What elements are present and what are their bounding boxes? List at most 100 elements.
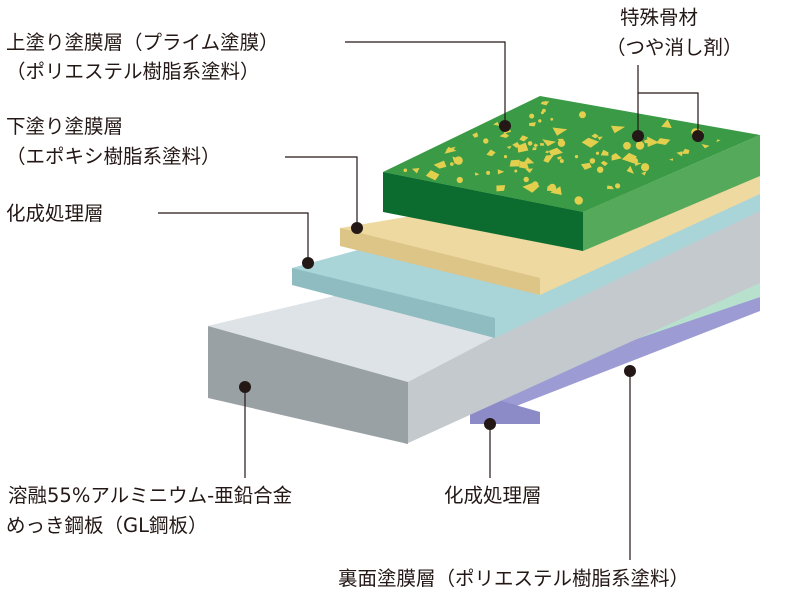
aggregate-particle (548, 147, 563, 156)
aggregate-particle (486, 149, 496, 157)
aggregate-particle (550, 117, 554, 121)
aggregate-particle (529, 113, 535, 119)
aggregate-particle (669, 158, 674, 161)
aggregate-particle (496, 185, 506, 192)
aggregate-particle (445, 146, 456, 152)
aggregate-particle (542, 108, 546, 113)
aggregate-particle (503, 155, 508, 159)
label-conversion-top: 化成処理層 (6, 202, 104, 225)
aggregate-particle (450, 162, 454, 166)
aggregate-particle (514, 169, 518, 173)
aggregate-particle (559, 159, 564, 163)
aggregate-particle (635, 141, 645, 150)
dot-primer (351, 222, 363, 234)
label-substrate-1: 溶融55%アルミニウム-亜鉛合金 (8, 484, 292, 507)
dot-aggregate-b (692, 130, 704, 142)
aggregate-particle (557, 156, 562, 160)
label-aggregate-2: （つや消し剤） (606, 36, 743, 59)
dot-aggregate-a (632, 130, 644, 142)
marker-dots (239, 120, 704, 430)
aggregate-particle (472, 132, 479, 138)
aggregate-particle (591, 133, 599, 139)
aggregate-particle (681, 148, 690, 154)
labels: 上塗り塗膜層（プライム塗膜） （ポリエステル樹脂系塗料） 特殊骨材 （つや消し剤… (6, 6, 743, 590)
dot-top-coat (499, 120, 511, 132)
aggregate-particle (597, 136, 603, 141)
label-conversion-bottom: 化成処理層 (444, 484, 542, 507)
aggregate-particle (607, 185, 614, 190)
aggregate-particle (532, 147, 537, 151)
aggregate-particle (543, 154, 555, 163)
aggregate-particle (512, 142, 521, 148)
aggregate-particle (411, 168, 420, 174)
aggregate-particle (676, 151, 683, 157)
aggregate-particle (632, 158, 639, 164)
aggregate-particle (600, 160, 608, 167)
aggregate-particle (529, 122, 536, 127)
aggregate-particle (716, 139, 721, 143)
aggregate-particle (595, 151, 600, 155)
dot-conversion-bottom (484, 418, 496, 430)
aggregate-particle (597, 166, 604, 173)
aggregate-particle (636, 142, 642, 147)
aggregate-particle (539, 143, 545, 146)
aggregate-particle (701, 144, 710, 149)
aggregate-particle (497, 169, 505, 175)
aggregate-particle (574, 196, 583, 205)
aggregate-particle (546, 185, 558, 191)
aggregate-particle (661, 119, 672, 129)
aggregate-particle (635, 162, 642, 167)
aggregate-particle (581, 137, 600, 148)
aggregate-particle (533, 143, 539, 148)
label-substrate-2: めっき鋼板（GL鋼板） (6, 514, 207, 537)
label-primer-1: 下塗り塗膜層 (6, 115, 123, 138)
aggregate-particle (493, 121, 500, 126)
aggregate-particle (552, 127, 568, 136)
aggregate-particle (454, 156, 463, 165)
aggregate-particle (626, 165, 634, 174)
dot-back-coat (624, 365, 636, 377)
aggregate-particle (610, 125, 626, 134)
aggregate-particle (641, 171, 647, 176)
aggregate-particle (557, 138, 564, 142)
aggregate-particle (656, 138, 671, 145)
aggregate-particle (580, 162, 592, 170)
dot-substrate (239, 381, 251, 393)
aggregate-particle (486, 170, 491, 175)
aggregate-particle (433, 160, 447, 169)
aggregate-particle (611, 153, 622, 161)
label-primer-2: （エポキシ樹脂系塗料） (6, 145, 221, 168)
aggregate-particle (525, 168, 534, 174)
aggregate-particle (456, 176, 463, 184)
aggregate-particle (615, 183, 621, 189)
aggregate-particle (517, 142, 529, 153)
aggregate-particle (474, 172, 480, 176)
leader-lines (158, 41, 699, 560)
aggregate-particle (519, 135, 529, 142)
aggregate-particle (499, 132, 510, 138)
aggregate-particle (403, 168, 408, 173)
aggregate-particle (527, 141, 533, 146)
aggregate-particle (600, 149, 609, 156)
label-top-coat-1: 上塗り塗膜層（プライム塗膜） (6, 31, 279, 54)
aggregate-particle (545, 150, 549, 154)
aggregate-particle (641, 163, 650, 172)
label-top-coat-2: （ポリエステル樹脂系塗料） (6, 60, 260, 83)
label-aggregate-1: 特殊骨材 (620, 6, 698, 29)
aggregate-particle (523, 176, 529, 183)
aggregate-particle (509, 159, 520, 167)
aggregate-particle (542, 139, 557, 147)
aggregate-particle (425, 170, 440, 181)
aggregate-particle (506, 145, 512, 150)
aggregate-particle (574, 155, 579, 159)
aggregate-particle (540, 101, 550, 106)
aggregate-particle (647, 136, 659, 147)
aggregate-particle (589, 158, 596, 164)
label-back-coat: 裏面塗膜層（ポリエステル樹脂系塗料） (338, 567, 689, 590)
dot-conversion-top (302, 257, 314, 269)
aggregate-particle (483, 138, 489, 144)
aggregate-particle (623, 141, 631, 150)
aggregate-particle (519, 160, 529, 170)
aggregate-particle (579, 111, 586, 119)
